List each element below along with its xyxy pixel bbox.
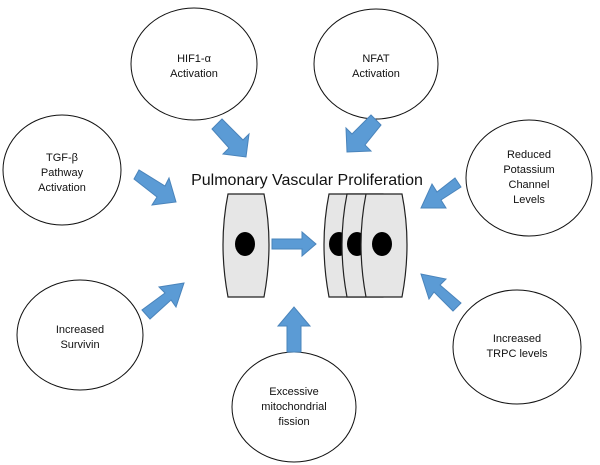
node-fission: Excessive mitochondrial fission (231, 351, 357, 463)
arrow-potassium (420, 177, 462, 209)
node-hif1-line-1: HIF1-α (177, 53, 212, 65)
node-hif1-line-2: Activation (170, 68, 218, 80)
node-survivin: Increased Survivin (16, 279, 144, 391)
node-survivin-line-1: Increased (56, 324, 104, 336)
diagram-title: Pulmonary Vascular Proliferation (191, 172, 423, 189)
node-potassium-line-2: Potassium (503, 164, 554, 176)
node-hif1: HIF1-α Activation (130, 7, 258, 121)
arrow-proliferation (271, 230, 317, 258)
node-trpc-line-2: TRPC levels (486, 348, 548, 360)
arrow-tgfb (133, 169, 177, 206)
node-potassium-line-1: Reduced (507, 149, 551, 161)
node-trpc-line-1: Increased (493, 333, 541, 345)
factor-nodes: HIF1-α Activation NFAT Activation TGF-β … (2, 7, 593, 463)
node-potassium-line-4: Levels (513, 194, 545, 206)
arrows (133, 114, 462, 353)
node-survivin-line-2: Survivin (60, 339, 99, 351)
node-nfat-line-2: Activation (352, 68, 400, 80)
node-trpc: Increased TRPC levels (452, 289, 582, 405)
cell-nucleus (372, 232, 392, 256)
single-cell (222, 193, 270, 298)
arrow-survivin (141, 282, 185, 320)
arrow-nfat (345, 114, 382, 153)
proliferated-cells (323, 193, 408, 298)
node-fission-line-3: fission (278, 416, 309, 428)
node-tgfb: TGF-β Pathway Activation (2, 114, 122, 226)
arrow-hif1 (211, 118, 250, 158)
node-fission-line-2: mitochondrial (261, 401, 326, 413)
node-potassium-line-3: Channel (509, 179, 550, 191)
node-tgfb-line-1: TGF-β (46, 152, 78, 164)
cell-nucleus (235, 232, 255, 256)
node-potassium: Reduced Potassium Channel Levels (465, 119, 593, 237)
node-nfat-line-1: NFAT (362, 53, 390, 65)
node-tgfb-line-3: Activation (38, 182, 86, 194)
node-fission-line-1: Excessive (269, 386, 319, 398)
arrow-fission (276, 306, 312, 353)
node-tgfb-line-2: Pathway (41, 167, 84, 179)
node-nfat: NFAT Activation (313, 8, 439, 120)
arrow-trpc (420, 273, 462, 312)
